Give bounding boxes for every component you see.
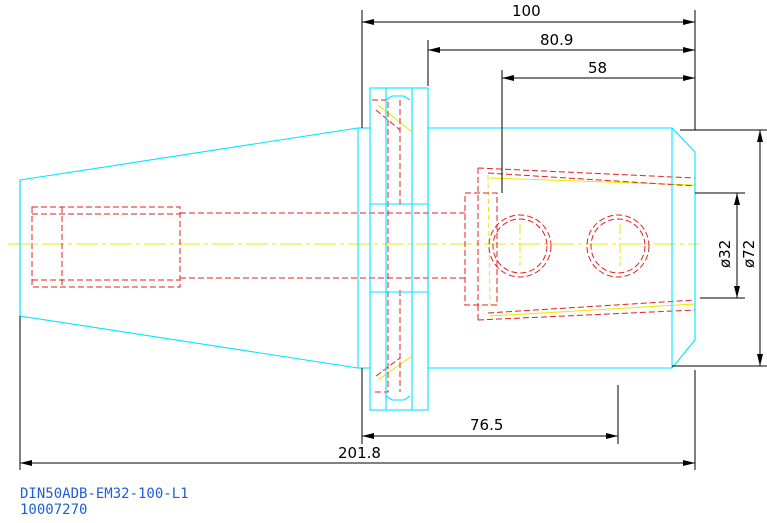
dim-80-9: 80.9	[540, 31, 573, 49]
part-id: 10007270	[20, 502, 88, 518]
hidden-lines	[31, 99, 696, 393]
holder-body	[427, 127, 696, 369]
part-number: DIN50ADB-EM32-100-L1	[20, 486, 189, 502]
dim-201-8: 201.8	[338, 444, 381, 462]
dim-76-5: 76.5	[470, 416, 503, 434]
hole-1	[488, 214, 552, 278]
centerlines	[8, 100, 700, 392]
clamp-body	[464, 192, 498, 306]
dim-dia-32: ø32	[716, 240, 734, 268]
hole-2	[586, 214, 650, 278]
dimension-lines	[19, 10, 767, 470]
flange	[369, 87, 429, 411]
internal-bore-outline	[31, 206, 181, 288]
taper-shank	[19, 127, 359, 369]
tool-outline	[19, 87, 696, 411]
dim-dia-72: ø72	[740, 240, 758, 268]
dim-58: 58	[588, 59, 607, 77]
dim-100: 100	[512, 2, 541, 20]
